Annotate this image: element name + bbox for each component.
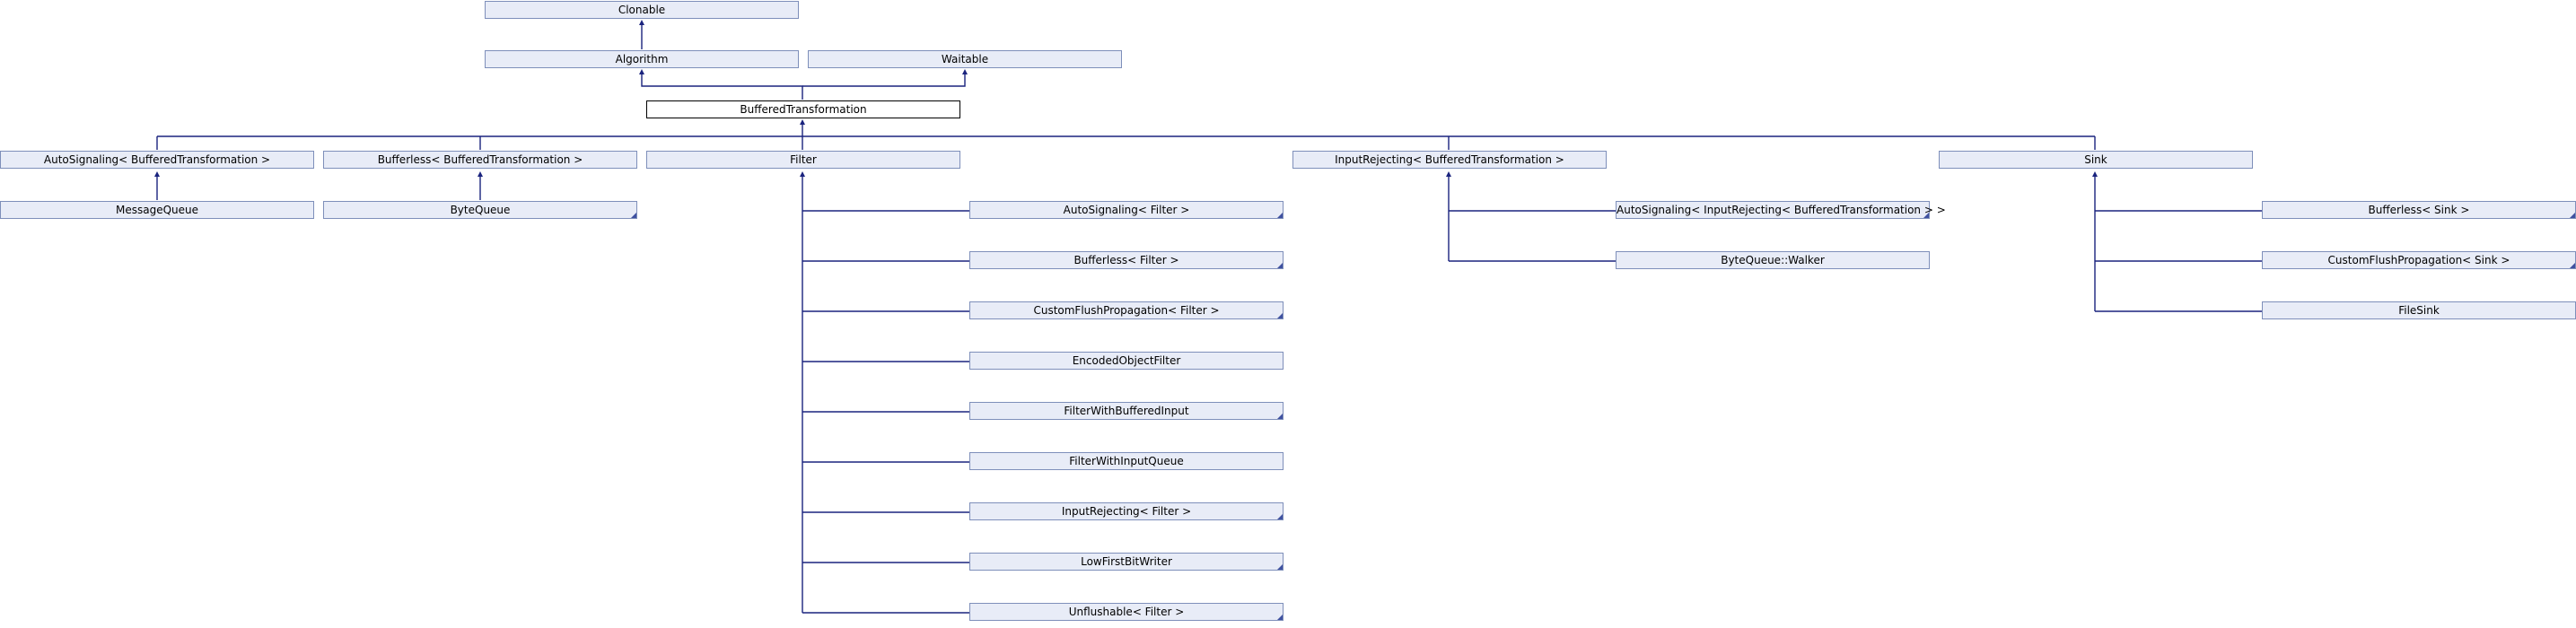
class-node-waitable[interactable]: Waitable [808,50,1122,68]
class-node-filter-with-input-queue[interactable]: FilterWithInputQueue [969,452,1284,470]
class-node-byte-queue[interactable]: ByteQueue [323,201,637,219]
class-node-algorithm[interactable]: Algorithm [485,50,799,68]
class-node-buffered-transformation: BufferedTransformation [646,100,960,118]
class-node-autosignaling-bt[interactable]: AutoSignaling< BufferedTransformation > [0,151,314,169]
class-node-autosignaling-inputrejecting-bt[interactable]: AutoSignaling< InputRejecting< BufferedT… [1616,201,1946,219]
class-node-autosignaling-filter[interactable]: AutoSignaling< Filter > [969,201,1284,219]
class-node-filter-with-buffered-input[interactable]: FilterWithBufferedInput [969,402,1284,420]
class-node-sink[interactable]: Sink [1939,151,2253,169]
class-node-filter[interactable]: Filter [646,151,960,169]
class-node-encoded-object-filter[interactable]: EncodedObjectFilter [969,352,1284,370]
class-node-message-queue[interactable]: MessageQueue [0,201,314,219]
class-node-unflushable-filter[interactable]: Unflushable< Filter > [969,603,1284,621]
class-node-customflush-sink[interactable]: CustomFlushPropagation< Sink > [2262,251,2576,269]
class-node-bufferless-bt[interactable]: Bufferless< BufferedTransformation > [323,151,637,169]
class-node-bufferless-sink[interactable]: Bufferless< Sink > [2262,201,2576,219]
class-node-bufferless-filter[interactable]: Bufferless< Filter > [969,251,1284,269]
class-node-clonable[interactable]: Clonable [485,1,799,19]
class-node-byte-queue-walker[interactable]: ByteQueue::Walker [1616,251,1930,269]
class-node-file-sink[interactable]: FileSink [2262,301,2576,319]
class-node-inputrejecting-bt[interactable]: InputRejecting< BufferedTransformation > [1292,151,1607,169]
class-node-low-first-bit-writer[interactable]: LowFirstBitWriter [969,553,1284,571]
class-node-inputrejecting-filter[interactable]: InputRejecting< Filter > [969,502,1284,520]
class-node-customflush-filter[interactable]: CustomFlushPropagation< Filter > [969,301,1284,319]
